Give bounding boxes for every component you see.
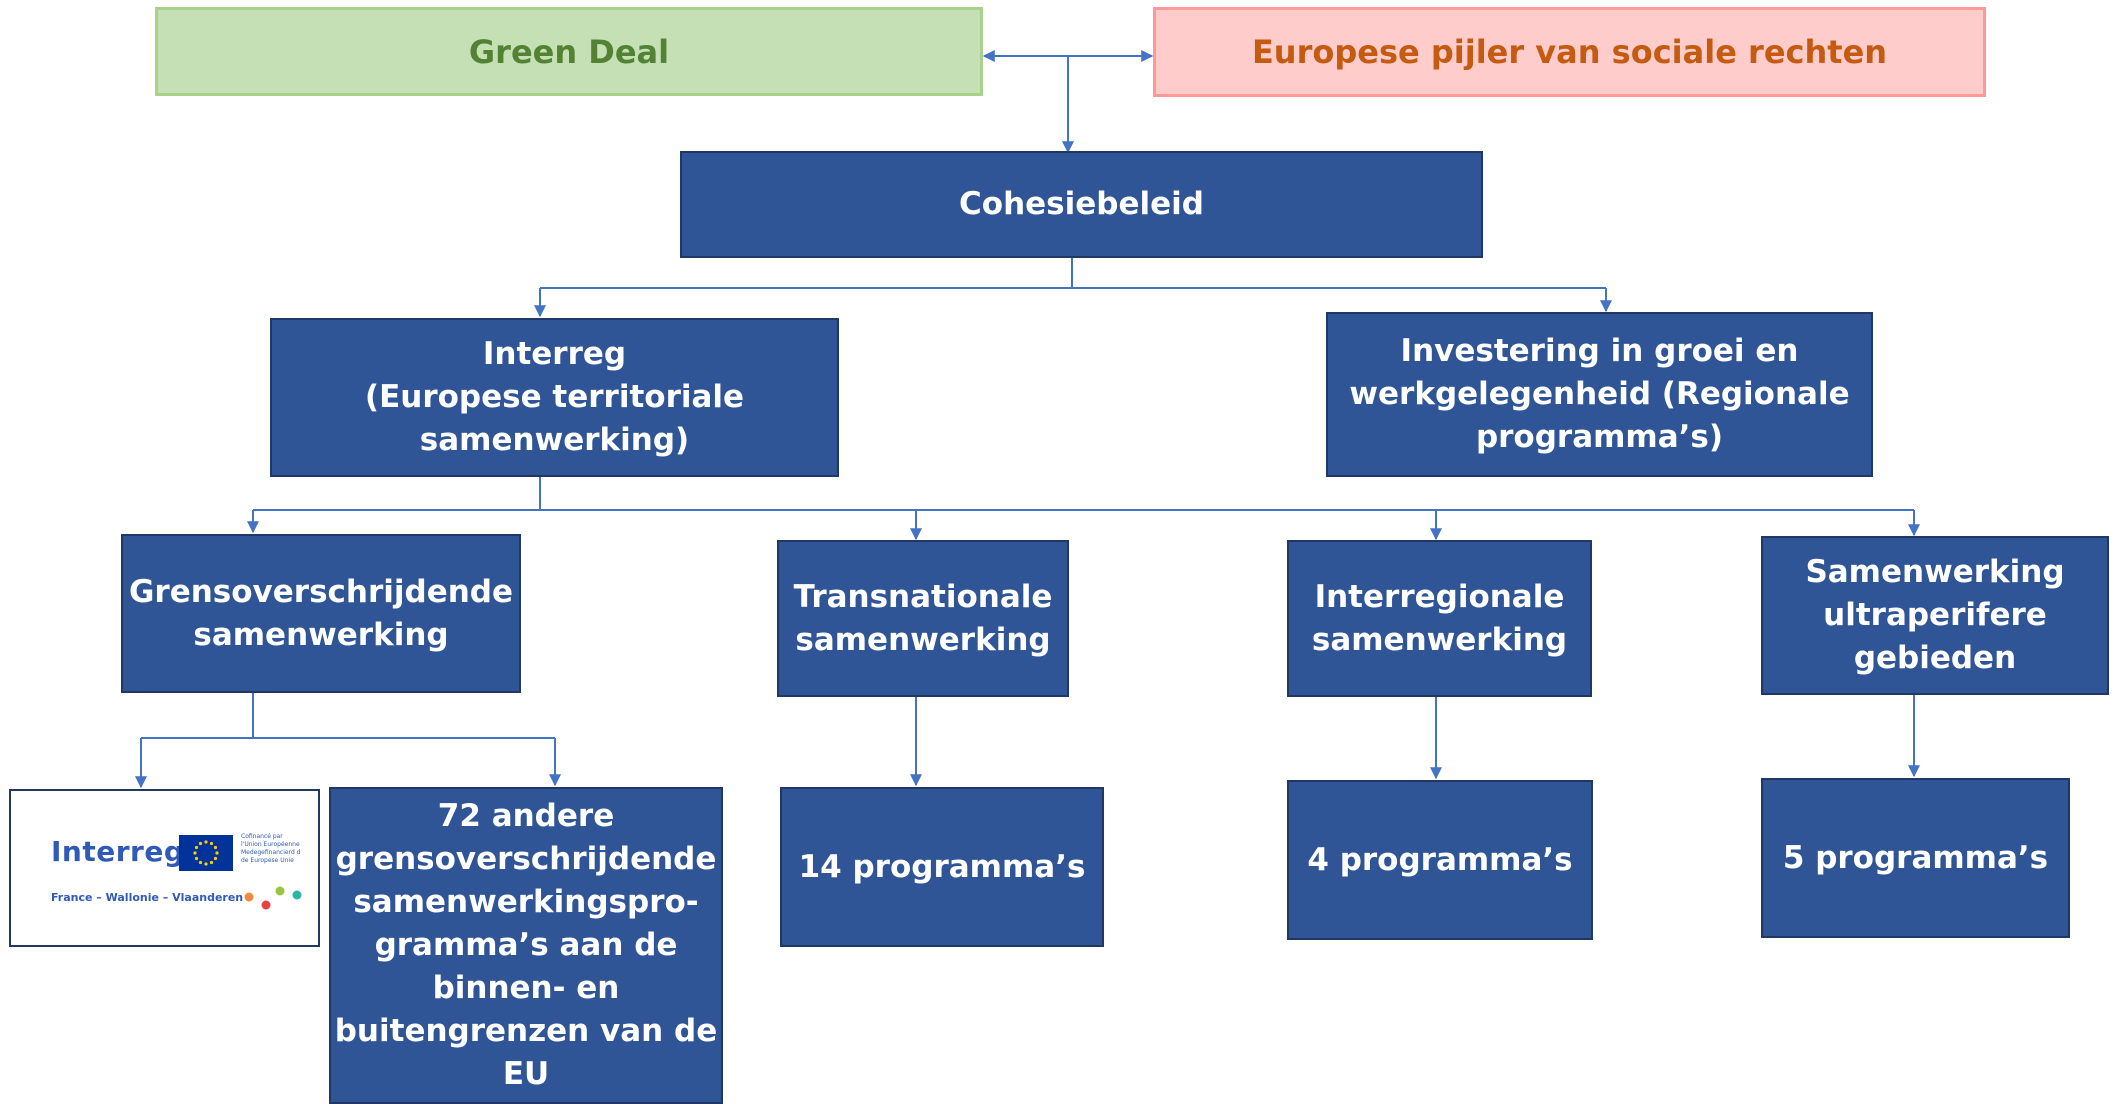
cohesion-label: Cohesiebeleid: [959, 186, 1204, 222]
transnational-programs-label: 14 programma’s: [798, 848, 1086, 885]
colored-dots-icon: [244, 886, 302, 910]
other-programs-label: 72 andere grensoverschrijdende samenwerk…: [334, 798, 718, 1092]
transnational-box: Transnationale samenwerking: [777, 540, 1069, 697]
interreg-label: Interreg (Europese territoriale samenwer…: [364, 336, 745, 458]
eu-flag-icon: [179, 835, 233, 871]
interregional-box: Interregionale samenwerking: [1287, 540, 1592, 697]
interreg-logo-box: Interreg Cofinancé par l'Union Européenn…: [9, 789, 320, 947]
outermost-programs-box: 5 programma’s: [1761, 778, 2070, 938]
interreg-box: Interreg (Europese territoriale samenwer…: [270, 318, 839, 477]
cross-border-box: Grensoverschrijdende samenwerking: [121, 534, 521, 693]
green-deal-label: Green Deal: [468, 32, 670, 71]
interregional-label: Interregionale samenwerking: [1311, 578, 1568, 658]
transnational-programs-box: 14 programma’s: [780, 787, 1104, 947]
interreg-wordmark: Interreg: [51, 835, 185, 868]
cross-border-label: Grensoverschrijdende samenwerking: [128, 573, 514, 653]
investment-box: Investering in groei en werkgelegenheid …: [1326, 312, 1873, 477]
outermost-programs-label: 5 programma’s: [1782, 839, 2049, 876]
cofinanced-text: Cofinancé par l'Union Européenne Medegef…: [241, 833, 301, 864]
outermost-label: Samenwerking ultraperifere gebieden: [1805, 554, 2065, 676]
social-pillar-label: Europese pijler van sociale rechten: [1251, 33, 1888, 71]
logo-region-text: France – Wallonie – Vlaanderen: [51, 891, 244, 904]
interregional-programs-box: 4 programma’s: [1287, 780, 1593, 940]
investment-label: Investering in groei en werkgelegenheid …: [1349, 333, 1850, 455]
other-programs-box: 72 andere grensoverschrijdende samenwerk…: [329, 787, 723, 1104]
cohesion-box: Cohesiebeleid: [680, 151, 1483, 258]
transnational-label: Transnationale samenwerking: [793, 578, 1053, 658]
green-deal-box: Green Deal: [155, 7, 983, 96]
outermost-box: Samenwerking ultraperifere gebieden: [1761, 536, 2109, 695]
interregional-programs-label: 4 programma’s: [1307, 841, 1573, 878]
social-pillar-box: Europese pijler van sociale rechten: [1153, 7, 1986, 97]
